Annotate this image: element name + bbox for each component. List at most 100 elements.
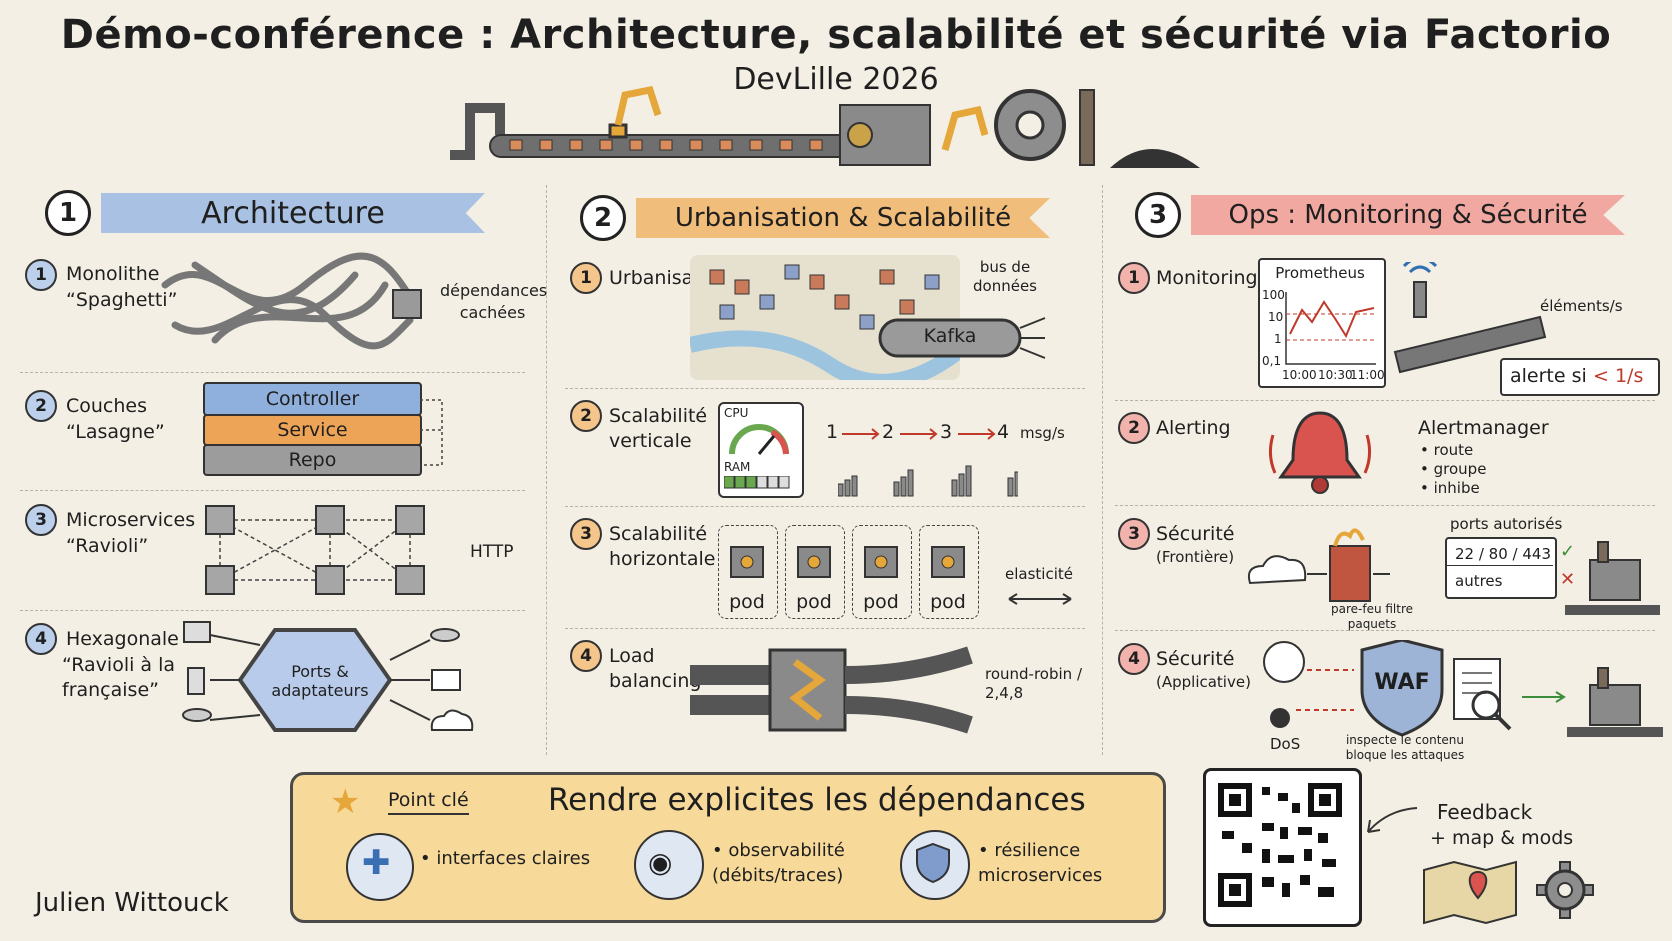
item-label: Monitoring [1156,267,1258,289]
y-tick: 0,1 [1262,354,1282,368]
item-label: Hexagonale [66,628,179,650]
item-label: Sécurité [1156,648,1235,670]
scaling-bars [838,428,1018,497]
bullet-text: inhibe [1433,479,1480,497]
layer-controller: Controller [203,382,422,416]
coal-pile-icon [1110,149,1200,168]
robot-arm-icon [608,85,662,139]
item-sublabel: “Ravioli à la française” [62,654,176,701]
row-separator [20,372,525,373]
fire-icon [1333,528,1365,547]
item-badge: 3 [1118,518,1150,550]
item-label: Alerting [1156,417,1231,439]
seq-4: 4 [997,421,1010,443]
hidden-dependencies-note: dépendances cachées [440,281,548,322]
cloud-icon [430,709,474,731]
section-1-banner: 1 Architecture [45,190,485,236]
poster-subtitle: DevLille 2026 [733,62,939,97]
item-badge: 4 [1118,643,1150,675]
map-icon[interactable] [1420,860,1520,925]
qr-pattern[interactable] [1218,783,1342,907]
seq-2: 2 [882,421,895,443]
layer-repo: Repo [203,444,422,476]
pod-box [919,525,979,619]
item-label: Monolithe [66,263,160,285]
key-item-3: • résilience microservices [978,840,1103,886]
pod-box [852,525,912,619]
robot-arm-icon-2 [941,105,989,151]
item-badge: 4 [25,623,57,655]
ram-bar [724,476,790,489]
alert-prefix: alerte si [1510,365,1587,387]
section-1-number: 1 [45,190,91,236]
wifi-icon [1402,262,1438,274]
pod-label: pod [930,591,966,613]
pod-box [718,525,778,619]
cpu-label: CPU [724,406,749,420]
alert-value: < 1/s [1593,365,1644,387]
section-2-title: Urbanisation & Scalabilité [636,198,1050,238]
cloud-icon [1247,555,1307,585]
pipe-icon [450,103,505,160]
bomb-icon [1270,708,1290,728]
y-tick: 10 [1268,310,1284,324]
firewall-illustration [1247,528,1390,602]
item-badge: 2 [25,390,57,422]
x-tick: 11:00 [1350,368,1385,382]
green-arrow-icon [1522,691,1566,703]
key-point-tag: Point clé [388,788,469,815]
item-badge: 2 [570,400,602,432]
ram-label: RAM [724,460,751,474]
star-icon: ★ [330,782,361,822]
safe-factory-icon [1567,667,1663,737]
check-icon: ✓ [1560,541,1576,562]
row-separator [1115,630,1655,631]
round-robin-note: round-robin / 2,4,8 [985,665,1082,702]
pod-label: pod [729,591,765,613]
key-point-title: Rendre explicites les dépendances [548,782,1086,818]
alert-threshold-box [1500,358,1660,396]
bullet-text: route [1433,441,1474,459]
row-separator [20,490,525,491]
key-item-2: • observabilité (débits/traces) [712,840,845,886]
section-2-number: 2 [580,195,626,241]
monitor-icon [183,621,211,643]
column-separator [1102,185,1103,755]
brick-wall-icon [1329,545,1371,602]
shield-glyph [916,842,950,884]
puzzle-glyph: ✚ [362,843,391,883]
section-2-banner: 2 Urbanisation & Scalabilité [580,195,1050,241]
kafka-tube-icon [878,317,1046,359]
y-tick: 100 [1262,288,1285,302]
poster-title: Démo-conférence : Architecture, scalabil… [60,12,1612,58]
allowed-ports-title: ports autorisés [1450,515,1563,533]
x-tick: 10:30 [1318,368,1353,382]
item-sublabel: (Frontière) [1156,548,1235,566]
allowed-ports: 22 / 80 / 443 [1455,545,1551,563]
magnifier-icon [1471,690,1501,720]
mail-icon [431,669,461,691]
item-badge: 4 [570,640,602,672]
http-note: HTTP [470,542,514,562]
monitored-conveyor [1393,262,1547,374]
phone-icon [187,667,205,695]
item-label: Scalabilité verticale [609,405,708,452]
section-3-banner: 3 Ops : Monitoring & Sécurité [1135,192,1625,238]
database-icon [182,708,212,722]
puzzle-icon [346,833,414,901]
key-point-box [290,772,1166,923]
msg-unit: msg/s [1020,424,1065,442]
chimney-icon [1079,89,1095,166]
firewall-note: pare-feu filtre paquets [1330,602,1414,631]
waf-label: WAF [1374,670,1430,695]
double-arrow-icon [1008,593,1072,605]
alertmanager-bullet: • inhibe [1420,479,1480,497]
bullet-text: groupe [1433,460,1487,478]
data-bus-note: bus de données [973,258,1037,295]
row-separator [565,388,1085,389]
layer-service: Service [203,414,422,446]
elements-unit: éléments/s [1540,297,1623,315]
other-ports: autres [1455,572,1503,590]
mods-gear-icon[interactable] [1535,860,1595,920]
